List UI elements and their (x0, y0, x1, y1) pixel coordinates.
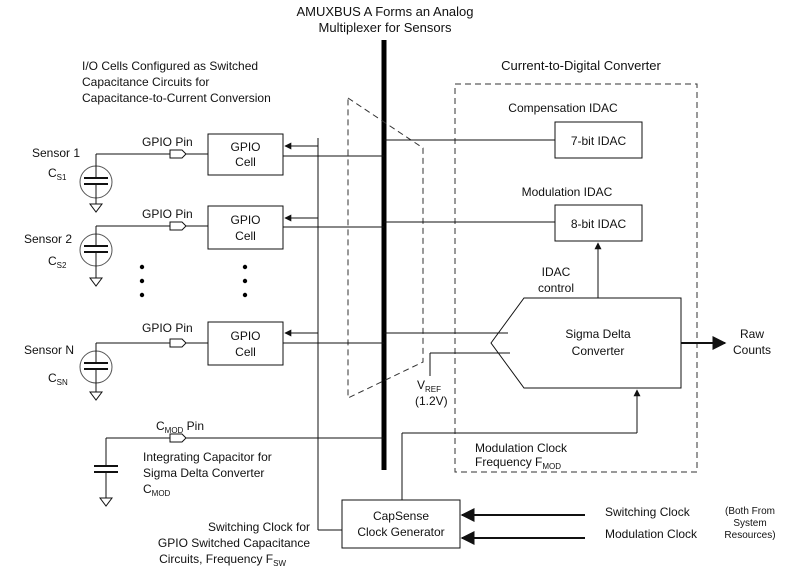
system-note-line2: System (733, 518, 766, 529)
bus-title-line2: Multiplexer for Sensors (319, 20, 452, 35)
svg-text:GPIO: GPIO (230, 329, 260, 343)
cmod-pin-icon (169, 433, 187, 443)
svg-text:Converter: Converter (572, 344, 625, 358)
system-note-line1: (Both From (725, 506, 775, 517)
io-note-line2: Capacitance Circuits for (82, 75, 209, 89)
idac-control-line2: control (538, 281, 574, 295)
switch-note-line2: GPIO Switched Capacitance (158, 536, 310, 550)
svg-text:GPIO: GPIO (230, 213, 260, 227)
modclk-line2: Frequency FMOD (475, 455, 561, 471)
cmod-note-line3: CMOD (143, 482, 171, 498)
ground-icon (89, 203, 103, 213)
svg-text:7-bit IDAC: 7-bit IDAC (571, 134, 627, 148)
sensor-2-name: Sensor 2 (24, 232, 72, 246)
switching-clock-label: Switching Clock (605, 505, 691, 519)
raw-counts-line2: Counts (733, 343, 771, 357)
modulation-clock-label: Modulation Clock (605, 527, 698, 541)
sensor-2-pin-label: GPIO Pin (142, 207, 193, 221)
bus-title-line1: AMUXBUS A Forms an Analog (296, 4, 473, 19)
converter-title: Current-to-Digital Converter (501, 58, 661, 73)
cmod-group: CMOD Pin Integrating Capacitor for Sigma… (94, 419, 384, 507)
switch-note-line1: Switching Clock for (208, 520, 310, 534)
svg-text:Sigma Delta: Sigma Delta (565, 327, 631, 341)
sensor-n-group: Sensor N CSN GPIO Pin GPIO Cell (24, 321, 384, 401)
sensor-1-group: Sensor 1 CS1 GPIO Pin GPIO Cell (32, 133, 384, 213)
sensor-2-cap: CS2 (48, 254, 67, 270)
svg-text:Cell: Cell (235, 155, 256, 169)
cmod-note-line1: Integrating Capacitor for (143, 450, 272, 464)
svg-text:CapSense: CapSense (373, 509, 429, 523)
mux-outline (347, 97, 424, 399)
sensor-1-name: Sensor 1 (32, 146, 80, 160)
ground-icon (89, 391, 103, 401)
compensation-idac-label: Compensation IDAC (508, 101, 618, 115)
ground-icon (89, 277, 103, 287)
sensor-1-pin-label: GPIO Pin (142, 135, 193, 149)
cmod-pin-label: CMOD Pin (156, 419, 204, 435)
sensor-n-cap: CSN (48, 371, 68, 387)
modclk-line1: Modulation Clock (475, 441, 568, 455)
system-note-line3: Resources) (724, 530, 775, 541)
ground-icon (99, 497, 113, 507)
switch-note-line3: Circuits, Frequency FSW (159, 552, 286, 568)
sensor-1-cap: CS1 (48, 166, 67, 182)
vref-label: VREF (417, 378, 441, 394)
clock-generator-box (341, 499, 461, 549)
idac-control-line1: IDAC (542, 265, 571, 279)
gpio-pin-icon (169, 338, 187, 348)
svg-text:8-bit IDAC: 8-bit IDAC (571, 217, 627, 231)
gpio-cell-2 (207, 205, 284, 250)
gpio-pin-icon (169, 221, 187, 231)
sensor-2-group: Sensor 2 CS2 GPIO Pin GPIO Cell (24, 205, 384, 287)
gpio-cell-n (207, 321, 284, 366)
ellipsis-dots (139, 264, 248, 298)
svg-text:Cell: Cell (235, 229, 256, 243)
sensor-n-pin-label: GPIO Pin (142, 321, 193, 335)
raw-counts-line1: Raw (740, 327, 764, 341)
converter-outline (454, 83, 698, 473)
io-note-line3: Capacitance-to-Current Conversion (82, 91, 271, 105)
svg-text:Cell: Cell (235, 345, 256, 359)
sigma-delta-converter (490, 297, 682, 389)
modulation-idac-label: Modulation IDAC (522, 185, 613, 199)
svg-text:GPIO: GPIO (230, 140, 260, 154)
cmod-note-line2: Sigma Delta Converter (143, 466, 264, 480)
vref-value: (1.2V) (415, 394, 448, 408)
gpio-cell-1 (207, 133, 284, 176)
modulation-idac-box (554, 204, 643, 242)
gpio-pin-icon (169, 149, 187, 159)
io-note-line1: I/O Cells Configured as Switched (82, 59, 258, 73)
sensor-n-name: Sensor N (24, 343, 74, 357)
svg-text:Clock Generator: Clock Generator (357, 525, 444, 539)
